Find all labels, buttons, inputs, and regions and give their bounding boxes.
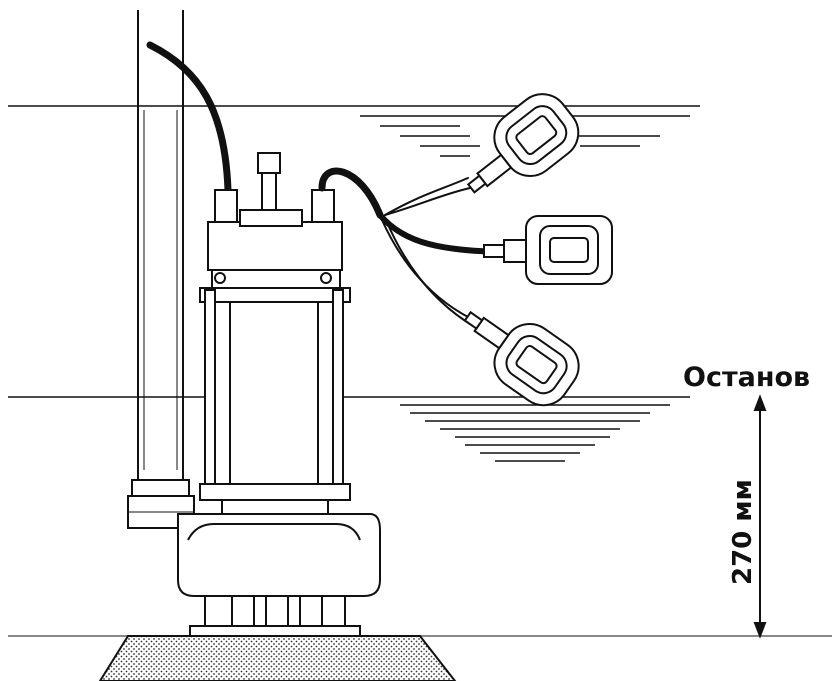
height-dimension-label: 270 мм (728, 479, 758, 585)
float-cables (318, 167, 503, 331)
upper-water-level (8, 105, 700, 157)
float-switch-upper (466, 93, 580, 194)
discharge-pipe (127, 10, 195, 529)
power-cable (146, 41, 232, 194)
ground-mound (98, 635, 457, 681)
float-switch-lower (463, 310, 580, 407)
height-dimension-arrow (753, 394, 767, 639)
lower-water-level (8, 396, 690, 462)
pump-body (177, 152, 381, 637)
float-switch-middle (483, 215, 613, 285)
stop-level-label: Останов (683, 362, 811, 393)
